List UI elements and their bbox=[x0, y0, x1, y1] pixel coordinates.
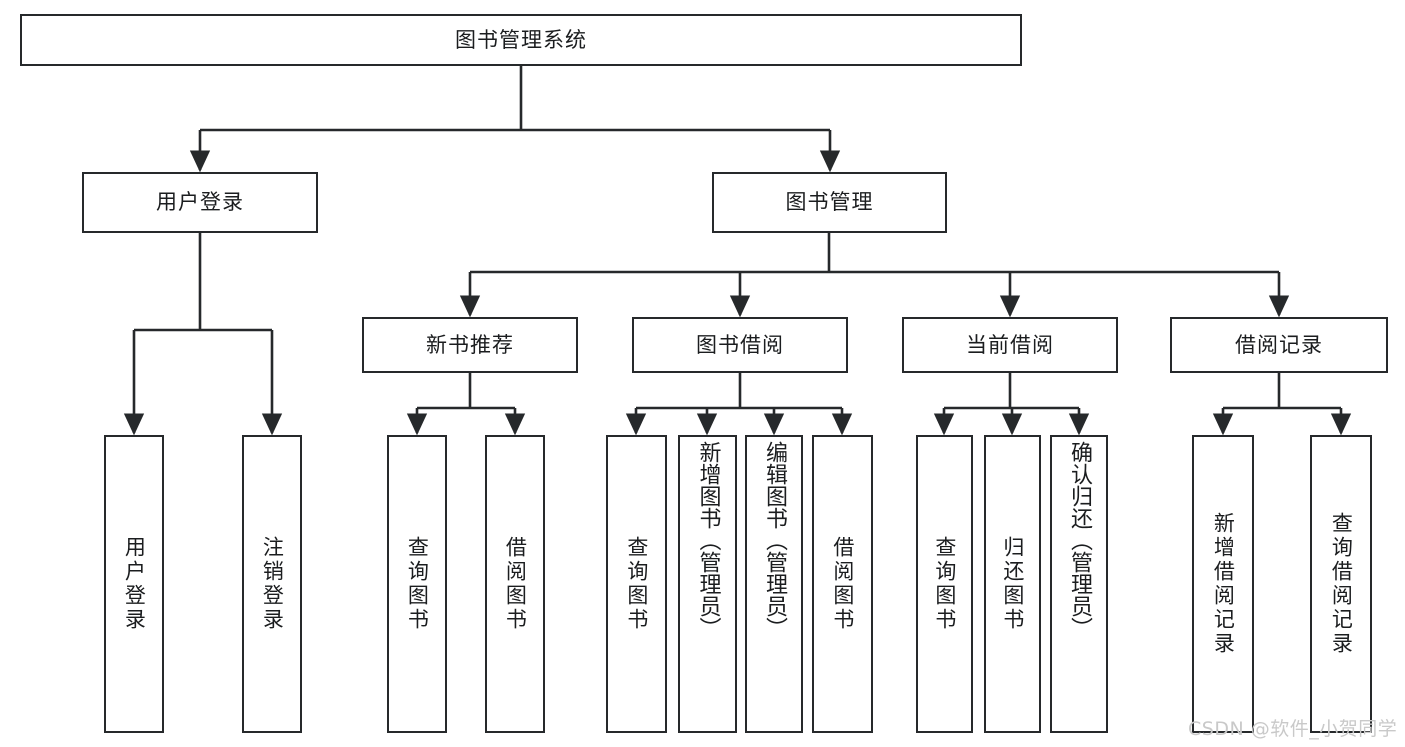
node-user-login[interactable]: 用户登录 bbox=[82, 172, 318, 233]
node-current-borrow[interactable]: 当前借阅 bbox=[902, 317, 1118, 373]
node-label: 图书管理系统 bbox=[455, 27, 587, 52]
node-label: 查询图书 bbox=[932, 536, 957, 632]
node-label: 图书管理 bbox=[785, 190, 874, 215]
node-label: 注销登录 bbox=[260, 536, 285, 632]
node-label: 用户登录 bbox=[156, 190, 244, 215]
node-label: 查询图书 bbox=[624, 536, 649, 632]
node-leaf-query-record[interactable]: 查询借阅记录 bbox=[1310, 435, 1372, 733]
node-leaf-add-record[interactable]: 新增借阅记录 bbox=[1192, 435, 1254, 733]
node-leaf-edit-book[interactable]: 编辑图书（管理员） bbox=[745, 435, 803, 733]
node-label: 借阅图书 bbox=[503, 536, 528, 632]
node-leaf-user-logout[interactable]: 注销登录 bbox=[242, 435, 302, 733]
node-leaf-confirm-return[interactable]: 确认归还（管理员） bbox=[1050, 435, 1108, 733]
node-label: 借阅记录 bbox=[1235, 332, 1323, 357]
node-leaf-return-book[interactable]: 归还图书 bbox=[984, 435, 1041, 733]
node-label: 确认归还（管理员） bbox=[1066, 441, 1092, 639]
node-label: 编辑图书（管理员） bbox=[761, 441, 787, 639]
edge-paths bbox=[123, 66, 1352, 436]
node-root[interactable]: 图书管理系统 bbox=[20, 14, 1022, 66]
node-label: 新增借阅记录 bbox=[1211, 512, 1236, 656]
node-leaf-add-book[interactable]: 新增图书（管理员） bbox=[678, 435, 737, 733]
node-leaf-query-book-3[interactable]: 查询图书 bbox=[916, 435, 973, 733]
node-leaf-query-book-1[interactable]: 查询图书 bbox=[387, 435, 447, 733]
node-book-borrow[interactable]: 图书借阅 bbox=[632, 317, 848, 373]
node-label: 图书借阅 bbox=[696, 332, 784, 357]
node-label: 查询借阅记录 bbox=[1329, 512, 1354, 656]
node-label: 新增图书（管理员） bbox=[695, 441, 721, 639]
node-leaf-user-login[interactable]: 用户登录 bbox=[104, 435, 164, 733]
node-leaf-borrow-book-2[interactable]: 借阅图书 bbox=[812, 435, 873, 733]
node-label: 归还图书 bbox=[1000, 536, 1025, 632]
node-borrow-record[interactable]: 借阅记录 bbox=[1170, 317, 1388, 373]
node-leaf-borrow-book-1[interactable]: 借阅图书 bbox=[485, 435, 545, 733]
node-leaf-query-book-2[interactable]: 查询图书 bbox=[606, 435, 667, 733]
node-label: 用户登录 bbox=[122, 536, 147, 632]
node-label: 借阅图书 bbox=[830, 536, 855, 632]
node-label: 查询图书 bbox=[405, 536, 430, 632]
node-book-manage[interactable]: 图书管理 bbox=[712, 172, 947, 233]
node-label: 新书推荐 bbox=[426, 332, 514, 357]
node-label: 当前借阅 bbox=[966, 332, 1054, 357]
node-new-book-rec[interactable]: 新书推荐 bbox=[362, 317, 578, 373]
